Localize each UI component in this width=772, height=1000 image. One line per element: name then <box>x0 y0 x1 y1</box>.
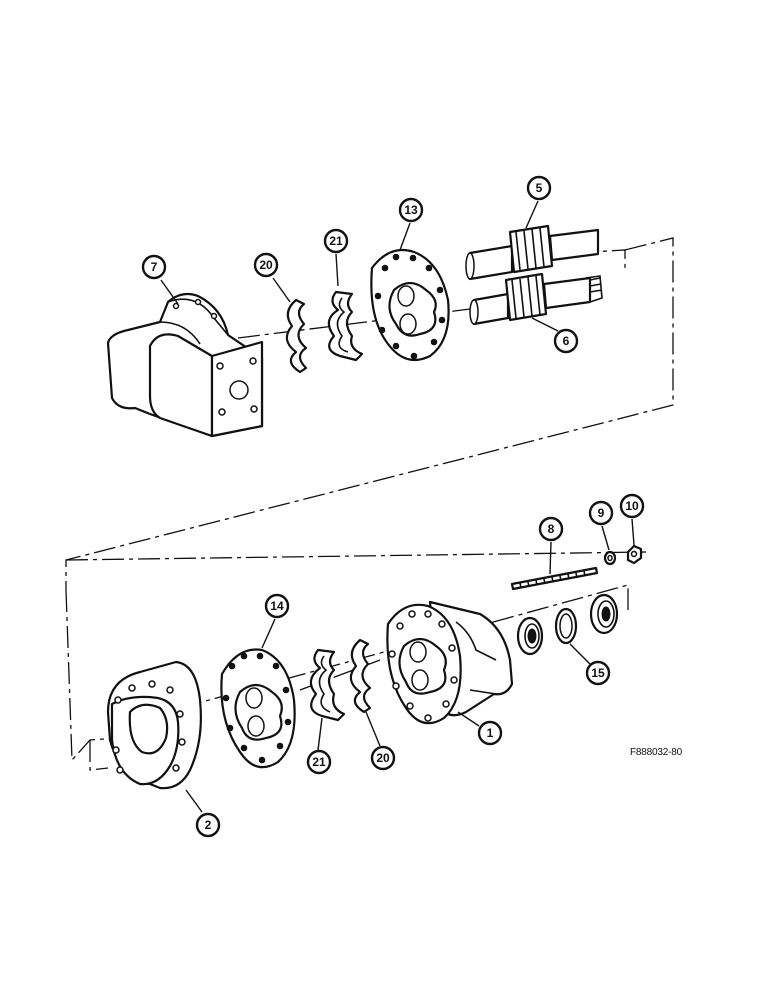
gasket-part-21-bottom <box>309 648 346 722</box>
callout-21-top-label: 21 <box>329 234 343 248</box>
callout-14-label: 14 <box>270 599 284 613</box>
pump-body-part-7 <box>106 292 264 438</box>
callout-8-label: 8 <box>548 522 555 536</box>
callout-20-top-label: 20 <box>259 258 273 272</box>
callout-5: 5 <box>526 175 552 201</box>
bearing-right <box>589 593 619 635</box>
figure-code: F888032-80 <box>630 747 682 758</box>
callout-9: 9 <box>588 500 614 526</box>
flange-body-part-1 <box>386 600 514 725</box>
callout-1-label: 1 <box>487 726 494 740</box>
gasket-part-21-top <box>327 290 364 362</box>
callout-20-bottom: 20 <box>370 745 396 771</box>
callout-21-bottom: 21 <box>306 749 332 775</box>
callout-5-label: 5 <box>536 181 543 195</box>
callout-14: 14 <box>264 593 290 619</box>
seal-part-20-top <box>285 298 308 374</box>
callout-13-label: 13 <box>404 203 418 217</box>
wear-plate-part-14 <box>220 648 296 769</box>
callout-2: 2 <box>195 812 221 838</box>
callout-8: 8 <box>538 516 564 542</box>
callout-13: 13 <box>398 197 424 223</box>
callout-7: 7 <box>141 254 167 280</box>
callout-7-label: 7 <box>151 260 158 274</box>
housing-part-2 <box>106 660 202 790</box>
callout-6: 6 <box>553 328 579 354</box>
seal-part-20-bottom <box>349 638 372 714</box>
callout-10-label: 10 <box>625 499 639 513</box>
bearing-left <box>516 616 544 656</box>
gear-shaft-part-5 <box>465 224 600 281</box>
callout-6-label: 6 <box>563 334 570 348</box>
callout-10: 10 <box>619 493 645 519</box>
stud-part-8 <box>510 566 599 591</box>
callout-20-bottom-label: 20 <box>376 751 390 765</box>
callout-9-label: 9 <box>598 506 605 520</box>
snap-ring-part-15 <box>554 607 578 645</box>
callout-2-label: 2 <box>205 818 212 832</box>
washer-part-9 <box>603 550 617 566</box>
callout-21-top: 21 <box>323 228 349 254</box>
callout-15: 15 <box>585 660 611 686</box>
callout-1: 1 <box>477 720 503 746</box>
leader-lines <box>160 200 635 813</box>
gear-shaft-part-6 <box>469 272 603 326</box>
callout-15-label: 15 <box>591 666 605 680</box>
callout-21-bottom-label: 21 <box>312 755 326 769</box>
wear-plate-part-13 <box>370 248 450 362</box>
callout-20-top: 20 <box>253 252 279 278</box>
nut-part-10 <box>626 544 643 565</box>
